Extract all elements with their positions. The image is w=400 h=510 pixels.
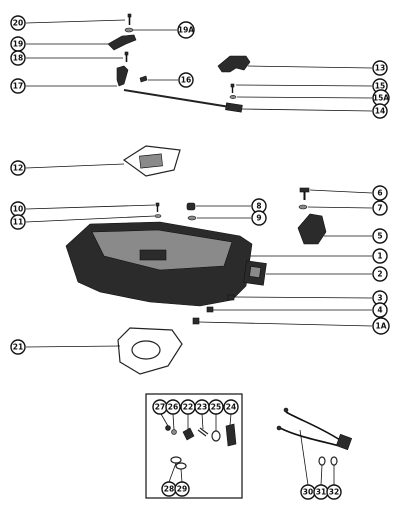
svg-text:15: 15 — [375, 82, 385, 91]
callout-15: 15 — [372, 78, 388, 94]
part-small-1a — [192, 317, 200, 325]
callout-13: 13 — [372, 60, 388, 76]
part-washer-7 — [298, 204, 308, 210]
svg-text:1A: 1A — [375, 322, 386, 331]
part-small-4 — [206, 306, 214, 313]
part-screw-10 — [155, 202, 160, 212]
svg-text:11: 11 — [13, 218, 23, 227]
svg-text:29: 29 — [177, 485, 187, 494]
part-washer-11 — [154, 214, 162, 218]
inset-box — [145, 393, 243, 499]
part-spring-8 — [186, 202, 196, 211]
svg-text:8: 8 — [256, 202, 261, 211]
part-lever-17 — [116, 65, 129, 87]
callout-19: 19 — [10, 36, 26, 52]
callout-22: 22 — [180, 399, 196, 415]
inset-parts — [165, 423, 237, 470]
callout-7: 7 — [372, 200, 388, 216]
callout-18: 18 — [10, 50, 26, 66]
callout-4: 4 — [372, 302, 388, 318]
callout-8: 8 — [251, 198, 267, 214]
callout-5: 5 — [372, 228, 388, 244]
svg-text:4: 4 — [377, 306, 382, 315]
part-housing-1 — [65, 221, 253, 307]
svg-text:5: 5 — [377, 232, 382, 241]
part-screw-15 — [230, 83, 235, 93]
svg-text:27: 27 — [155, 403, 165, 412]
callout-26: 26 — [165, 399, 181, 415]
callout-16: 16 — [178, 72, 194, 88]
svg-text:13: 13 — [375, 64, 385, 73]
svg-text:31: 31 — [316, 488, 326, 497]
callout-19a: 19A — [177, 21, 195, 39]
callout-30: 30 — [300, 484, 316, 500]
svg-text:10: 10 — [13, 205, 23, 214]
part-plate-12 — [122, 145, 181, 177]
callout-31: 31 — [313, 484, 329, 500]
callout-25: 25 — [208, 399, 224, 415]
callout-24: 24 — [223, 399, 239, 415]
svg-text:21: 21 — [13, 343, 23, 352]
svg-text:23: 23 — [197, 403, 207, 412]
svg-text:26: 26 — [168, 403, 178, 412]
svg-text:30: 30 — [303, 488, 313, 497]
svg-text:15A: 15A — [373, 94, 389, 103]
callout-17: 17 — [10, 78, 26, 94]
callout-9: 9 — [251, 210, 267, 226]
svg-text:19A: 19A — [178, 26, 194, 35]
callout-6: 6 — [372, 185, 388, 201]
svg-text:9: 9 — [256, 214, 261, 223]
part-washer-15a — [229, 95, 237, 99]
part-screw-18 — [124, 51, 129, 62]
svg-text:3: 3 — [377, 294, 382, 303]
callout-27: 27 — [152, 399, 168, 415]
callout-1a: 1A — [372, 317, 390, 335]
part-block-2 — [243, 260, 267, 286]
callout-11: 11 — [10, 214, 26, 230]
svg-text:12: 12 — [13, 164, 23, 173]
svg-text:22: 22 — [183, 403, 193, 412]
callout-20: 20 — [10, 15, 26, 31]
callout-12: 12 — [10, 160, 26, 176]
part-clip-16 — [139, 75, 148, 83]
svg-text:18: 18 — [13, 54, 23, 63]
part-bracket-5 — [297, 213, 327, 245]
svg-text:24: 24 — [226, 403, 236, 412]
svg-text:25: 25 — [211, 403, 221, 412]
callout-10: 10 — [10, 201, 26, 217]
part-bracket-19 — [107, 34, 137, 51]
callout-28: 28 — [161, 481, 177, 497]
part-bracket-13 — [217, 55, 251, 73]
callout-21: 21 — [10, 339, 26, 355]
svg-text:32: 32 — [329, 488, 339, 497]
svg-text:6: 6 — [377, 189, 382, 198]
svg-text:14: 14 — [375, 107, 385, 116]
callout-2: 2 — [372, 266, 388, 282]
svg-text:28: 28 — [164, 485, 174, 494]
callout-29: 29 — [174, 481, 190, 497]
svg-text:16: 16 — [181, 76, 191, 85]
part-gasket-21 — [117, 327, 183, 375]
leader-lines — [25, 19, 373, 486]
part-washer-9 — [187, 215, 197, 221]
callout-layer: 20 19A 19 18 17 16 13 15 15A 14 12 6 7 1… — [10, 15, 390, 500]
cable-assembly — [276, 407, 353, 466]
svg-text:1: 1 — [377, 252, 382, 261]
part-link-rod-14 — [123, 89, 243, 113]
part-small-3 — [227, 294, 235, 301]
svg-text:2: 2 — [377, 270, 382, 279]
svg-text:17: 17 — [13, 82, 23, 91]
part-screw-20 — [127, 13, 132, 25]
callout-1: 1 — [372, 248, 388, 264]
svg-text:19: 19 — [13, 40, 23, 49]
callout-23: 23 — [194, 399, 210, 415]
callout-14: 14 — [372, 103, 388, 119]
svg-text:20: 20 — [13, 19, 23, 28]
callout-32: 32 — [326, 484, 342, 500]
part-screw-6 — [299, 187, 310, 200]
svg-text:7: 7 — [377, 204, 382, 213]
part-washer-19a — [124, 27, 134, 33]
